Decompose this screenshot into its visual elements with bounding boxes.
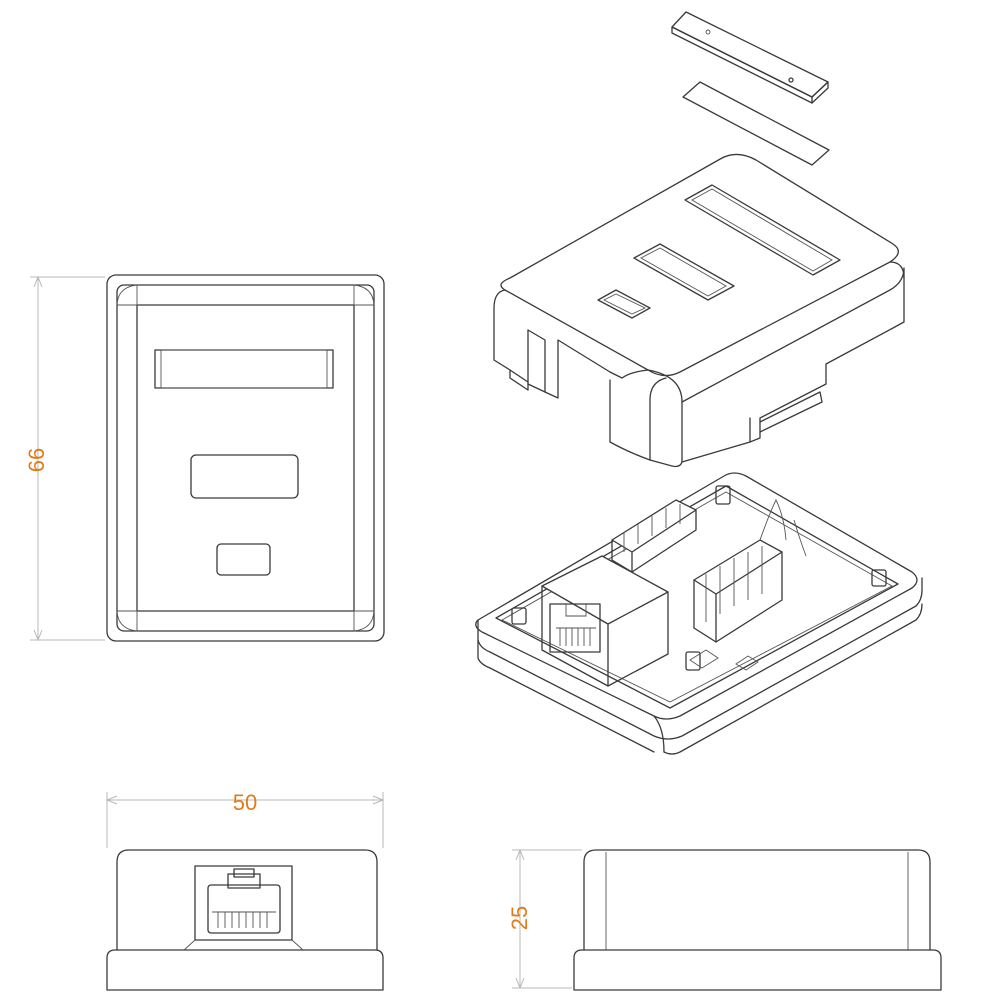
idc-terminal-rear <box>611 499 697 573</box>
rj45-contacts <box>217 912 268 928</box>
top-cover <box>493 153 905 468</box>
depth-dimension: 25 <box>507 848 582 990</box>
base <box>475 472 923 755</box>
height-dimension: 66 <box>24 275 105 642</box>
side-view <box>573 849 942 991</box>
width-dimension: 50 <box>105 790 385 848</box>
label-cover <box>682 81 830 166</box>
depth-label: 25 <box>507 906 532 930</box>
width-label: 50 <box>233 790 257 815</box>
bottom-view <box>106 849 384 991</box>
exploded-isometric-view <box>475 11 923 755</box>
label-strip <box>671 11 829 104</box>
height-label: 66 <box>24 448 49 472</box>
rj45-jack <box>541 555 669 687</box>
idc-terminal-front <box>693 539 783 643</box>
front-view <box>106 274 385 642</box>
